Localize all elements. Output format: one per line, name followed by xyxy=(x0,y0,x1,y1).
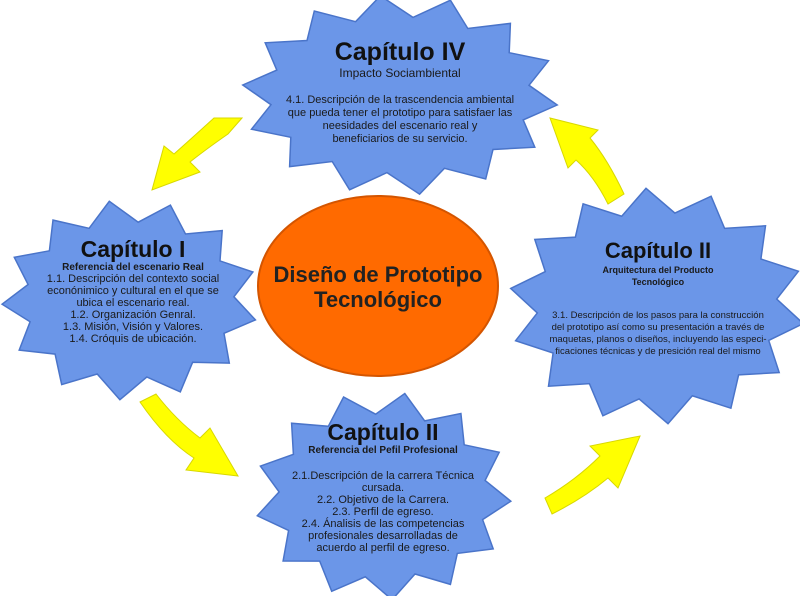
arrow-arch-to-iv xyxy=(549,117,625,205)
chapter-ii-profile-subtitle: Referencia del Pefil Profesional xyxy=(308,445,458,456)
chapter-iv-star xyxy=(241,0,559,196)
center-label: Diseño de Prototipo Tecnológico xyxy=(258,262,498,312)
chapter-ii-architecture-body: 3.1. Descripción de los pasos para la co… xyxy=(549,310,767,357)
arrow-ii-to-arch xyxy=(544,435,641,515)
chapter-iv-subtitle: Impacto Sociambiental xyxy=(339,66,461,80)
chapter-i-box: Capítulo I Referencia del escenario Real… xyxy=(22,236,244,345)
chapter-i-title: Capítulo I xyxy=(80,236,186,262)
chapter-iv-title: Capítulo IV xyxy=(334,38,466,66)
chapter-ii-architecture-title: Capítulo II xyxy=(604,238,712,263)
center-ellipse xyxy=(257,195,499,377)
chapter-ii-architecture-star xyxy=(509,187,800,425)
arrow-i-to-ii xyxy=(139,393,239,477)
chapter-iv-body: 4.1. Descripción de la trascendencia amb… xyxy=(285,94,515,145)
chapter-i-star xyxy=(0,200,257,401)
chapter-ii-profile-title: Capítulo II xyxy=(327,419,439,445)
chapter-ii-profile-box: Capítulo II Referencia del Pefil Profesi… xyxy=(282,419,484,554)
chapter-ii-architecture-subtitle: Arquitectura del Producto Tecnológico xyxy=(602,265,714,287)
chapter-ii-architecture-box: Capítulo II Arquitectura del Producto Te… xyxy=(530,238,786,358)
chapter-i-subtitle: Referencia del escenario Real xyxy=(62,262,204,273)
chapter-iv-box: Capítulo IV Impacto Sociambiental 4.1. D… xyxy=(270,38,530,146)
center-title: Diseño de Prototipo Tecnológico xyxy=(273,262,483,312)
chapter-ii-profile-star xyxy=(256,392,513,596)
chapter-i-body: 1.1. Descripción del contexto social eco… xyxy=(46,273,220,345)
chapter-ii-profile-body: 2.1.Descripción de la carrera Técnica cu… xyxy=(292,470,474,554)
cycle-arrows xyxy=(139,117,641,515)
arrow-iv-to-i xyxy=(151,117,244,191)
